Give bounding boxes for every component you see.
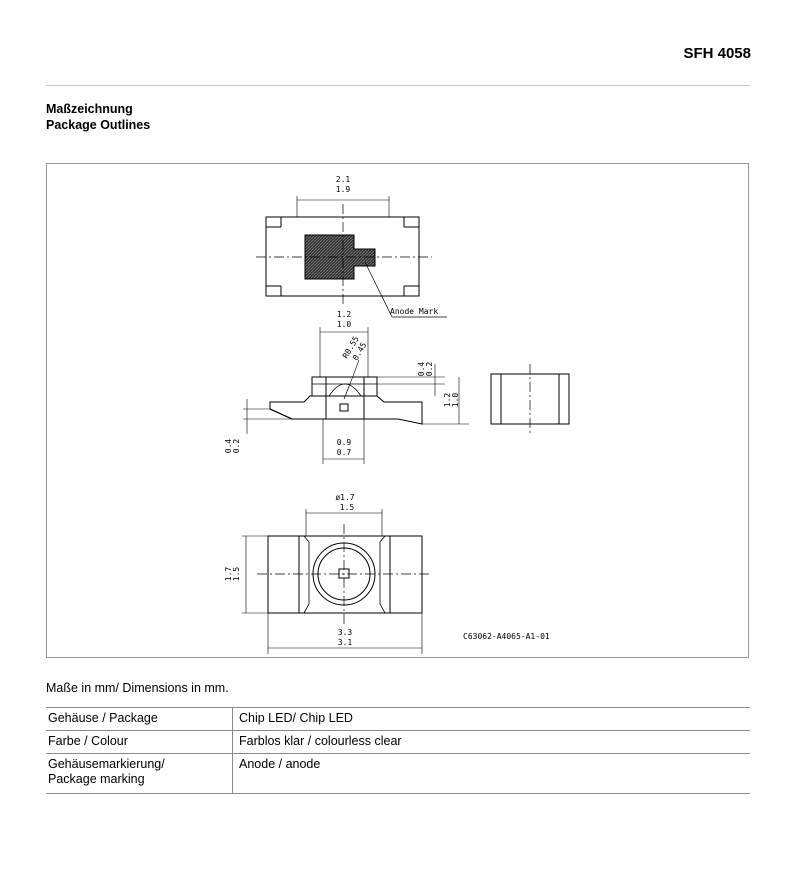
- side-view-chip: [339, 403, 349, 412]
- bottom-dia-min: 1.5: [340, 503, 355, 512]
- bottom-height-min: 1.5: [232, 567, 241, 582]
- side-height-min: 1.0: [451, 393, 460, 408]
- section-title-en: Package Outlines: [46, 118, 151, 132]
- section-title-de: Maßzeichnung: [46, 102, 133, 116]
- bottom-dia-max: ø1.7: [335, 493, 354, 502]
- lead-max: 0.4: [224, 439, 233, 454]
- section-title: Maßzeichnung Package Outlines: [46, 101, 150, 133]
- drawing-number: C63062-A4065-A1-01: [463, 632, 550, 641]
- outline-svg: 2.1 1.9 Anode Mark: [224, 175, 570, 654]
- bottom-view: [242, 509, 432, 654]
- bottom-height-max: 1.7: [224, 567, 233, 582]
- spec-key: Farbe / Colour: [46, 730, 233, 754]
- lead-min: 0.2: [232, 439, 241, 454]
- side-view: [243, 327, 469, 464]
- top-view-body: [265, 216, 420, 297]
- spec-value: Anode / anode: [232, 753, 750, 794]
- top-width-max: 2.1: [336, 175, 351, 184]
- anode-mark-label: Anode Mark: [390, 307, 438, 316]
- table-row: Gehäuse / Package Chip LED/ Chip LED: [46, 707, 750, 731]
- dimensions-note: Maße in mm/ Dimensions in mm.: [46, 681, 229, 695]
- spec-key: Gehäusemarkierung/ Package marking: [46, 753, 233, 794]
- spec-key-line1: Gehäusemarkierung/: [48, 757, 165, 771]
- anode-mark-pad: [304, 234, 376, 280]
- pad-max: 0.9: [337, 438, 352, 447]
- lens-min: 1.0: [337, 320, 352, 329]
- package-spec-table: Gehäuse / Package Chip LED/ Chip LED Far…: [46, 707, 750, 794]
- bottom-length-max: 3.3: [338, 628, 353, 637]
- cap-max: 0.4: [417, 362, 426, 377]
- header-divider: [46, 85, 750, 86]
- pad-min: 0.7: [337, 448, 352, 457]
- bottom-length-min: 3.1: [338, 638, 353, 647]
- table-row: Gehäusemarkierung/ Package marking Anode…: [46, 753, 750, 794]
- top-view: [256, 196, 447, 318]
- spec-value: Farblos klar / colourless clear: [232, 730, 750, 754]
- spec-key: Gehäuse / Package: [46, 707, 233, 731]
- side-view-lens: [311, 376, 378, 396]
- table-row: Farbe / Colour Farblos klar / colourless…: [46, 730, 750, 754]
- lens-max: 1.2: [337, 310, 352, 319]
- cap-min: 0.2: [425, 362, 434, 377]
- package-outline-drawing: 2.1 1.9 Anode Mark: [46, 163, 749, 658]
- side-height-max: 1.2: [443, 393, 452, 408]
- spec-key-line2: Package marking: [48, 772, 145, 786]
- part-number-title: SFH 4058: [683, 45, 751, 62]
- side-view-base: [269, 395, 423, 425]
- spec-value: Chip LED/ Chip LED: [232, 707, 750, 731]
- top-width-min: 1.9: [336, 185, 351, 194]
- end-view: [490, 364, 570, 436]
